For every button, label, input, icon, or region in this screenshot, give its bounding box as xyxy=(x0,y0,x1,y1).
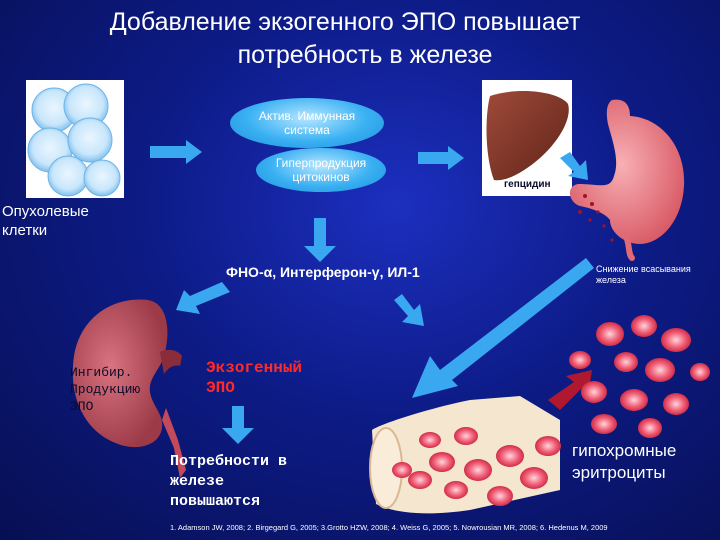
arrow-epo-down xyxy=(222,406,254,444)
cytokines-label: Гиперпродукция цитокинов xyxy=(275,156,367,184)
immune-system-oval: Актив. Иммунная система xyxy=(230,98,384,148)
stomach-image xyxy=(569,99,685,261)
references: 1. Adamson JW, 2008; 2. Birgegard G, 200… xyxy=(170,523,608,532)
hypochromic-rbc-line-1: гипохромные xyxy=(572,441,677,460)
iron-absorption-label: Снижение всасывания железа xyxy=(596,264,691,285)
arrow-liver-to-stomach xyxy=(560,152,588,180)
exogenous-epo-line-1: Экзогенный xyxy=(206,359,303,377)
arrow-stomach-to-rbc xyxy=(412,258,594,398)
arrow-to-rbc xyxy=(394,294,424,326)
tumor-cells-image xyxy=(26,80,124,198)
liver-image xyxy=(482,80,572,196)
kidney-label-line-3: ЭПО xyxy=(70,399,94,414)
arrow-cytokines-down xyxy=(304,218,336,262)
iron-need-label: Потребности в железе повышаются xyxy=(170,452,287,512)
hepcidin-label: гепцидин xyxy=(504,179,551,190)
arrow-to-kidney xyxy=(176,282,230,314)
arrow-tumor-to-immune xyxy=(150,140,202,164)
kidney-label: Ингибир. Продукцию ЭПО xyxy=(70,364,140,415)
kidney-label-line-1: Ингибир. xyxy=(70,365,133,380)
hypochromic-rbc-line-2: эритроциты xyxy=(572,463,666,482)
exogenous-epo-label: Экзогенный ЭПО xyxy=(206,358,302,398)
tumor-cells-label: Опухолевые клетки xyxy=(2,203,89,239)
mediators-label: ФНО-α, Интерферон-γ, ИЛ-1 xyxy=(226,264,420,280)
title-line-1: Добавление экзогенного ЭПО повышает xyxy=(109,8,581,36)
cytokines-oval: Гиперпродукция цитокинов xyxy=(256,148,386,192)
iron-need-line-1: Потребности в xyxy=(170,453,288,470)
immune-system-label: Актив. Иммунная система xyxy=(258,109,356,137)
title-line-2: потребность в железе xyxy=(237,41,493,69)
exogenous-epo-line-2: ЭПО xyxy=(206,379,235,397)
arrow-to-liver xyxy=(418,146,464,170)
iron-need-line-2: железе xyxy=(170,473,225,490)
iron-need-line-3: повышаются xyxy=(170,493,261,510)
rbc-vessel-image xyxy=(369,315,710,514)
hypochromic-rbc-label: гипохромные эритроциты xyxy=(572,440,676,484)
page-title: Добавление экзогенного ЭПО повышает потр… xyxy=(0,6,720,72)
kidney-label-line-2: Продукцию xyxy=(70,382,141,397)
kidney-image xyxy=(72,299,186,478)
